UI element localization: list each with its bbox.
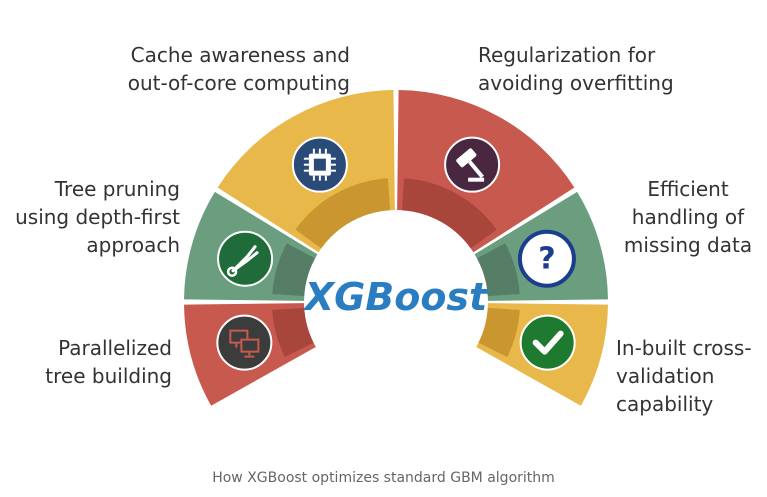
label-line: handling of: [631, 205, 745, 229]
label-line: capability: [616, 392, 714, 416]
label-line: approach: [86, 233, 180, 257]
segment-label-cache: Cache awareness and out-of-core computin…: [80, 41, 350, 97]
svg-text:?: ?: [538, 242, 555, 277]
label-line: tree building: [45, 364, 172, 388]
gavel-icon: [444, 136, 501, 193]
segment-label-regularization: Regularization for avoiding overfitting: [478, 41, 698, 97]
checkmark-icon: [519, 314, 576, 371]
cpu-chip-icon: [291, 136, 348, 193]
label-line: In-built cross-: [616, 336, 752, 360]
segment-label-cross-validation: In-built cross- validation capability: [616, 334, 766, 418]
computer-monitors-icon: [216, 314, 273, 371]
segment-inner-band-cache: [295, 178, 391, 249]
label-line: avoiding overfitting: [478, 71, 674, 95]
figure-caption: How XGBoost optimizes standard GBM algor…: [212, 470, 555, 486]
segment-inner-band-tree: [272, 243, 315, 297]
label-line: out-of-core computing: [127, 71, 350, 95]
pruning-shears-icon: [217, 230, 274, 287]
label-line: Cache awareness and: [130, 43, 350, 67]
label-line: missing data: [623, 233, 753, 257]
segment-inner-band-cv: [478, 307, 520, 357]
label-line: Tree pruning: [54, 177, 180, 201]
question-mark-icon: ?: [517, 229, 576, 288]
label-line: using depth-first: [15, 205, 180, 229]
center-title: XGBoost: [303, 275, 489, 319]
label-line: Efficient: [647, 177, 729, 201]
segment-label-missing-data: Efficient handling of missing data: [613, 175, 763, 259]
segment-label-parallel: Parallelized tree building: [30, 334, 172, 390]
segment-inner-band-reg: [401, 178, 497, 249]
label-line: Parallelized: [58, 336, 172, 360]
segment-label-tree-pruning: Tree pruning using depth-first approach: [0, 175, 180, 259]
label-line: Regularization for: [478, 43, 656, 67]
segment-inner-band-missing: [477, 243, 520, 297]
label-line: validation: [616, 364, 715, 388]
segment-inner-band-parallel: [272, 307, 314, 357]
